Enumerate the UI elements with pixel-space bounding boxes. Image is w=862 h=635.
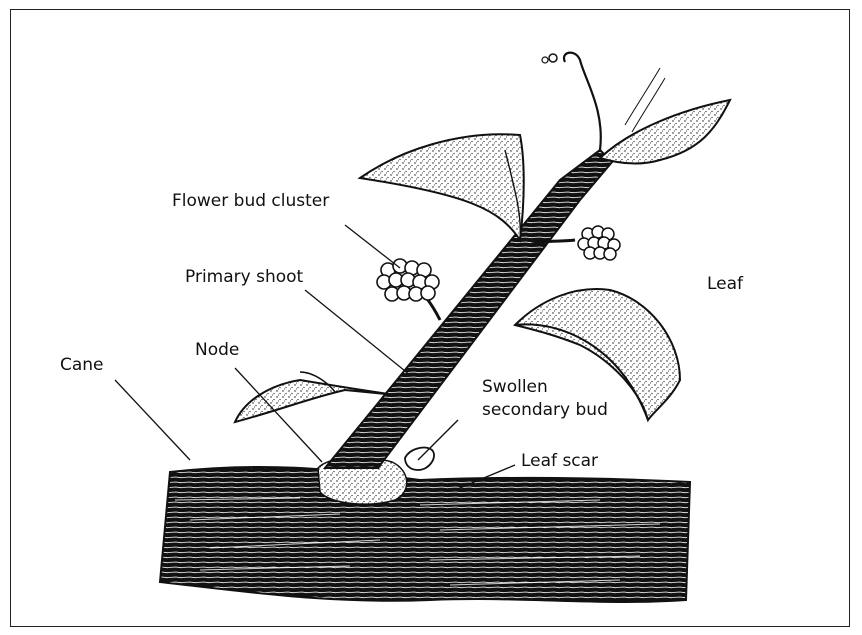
label-cane: Cane xyxy=(60,354,104,376)
label-flower-bud-cluster: Flower bud cluster xyxy=(172,190,329,212)
leaf-upper-left xyxy=(360,134,524,240)
label-node: Node xyxy=(195,339,239,361)
label-secondary-bud: secondary bud xyxy=(482,399,608,421)
leaf-top-right xyxy=(600,100,730,164)
cane xyxy=(160,467,690,602)
label-leaf-scar: Leaf scar xyxy=(521,450,598,472)
label-primary-shoot: Primary shoot xyxy=(185,266,303,288)
label-swollen: Swollen xyxy=(482,376,548,398)
label-leaf: Leaf xyxy=(707,273,743,295)
flower-bud-cluster-left xyxy=(377,259,439,301)
flower-bud-cluster-right xyxy=(578,226,620,260)
